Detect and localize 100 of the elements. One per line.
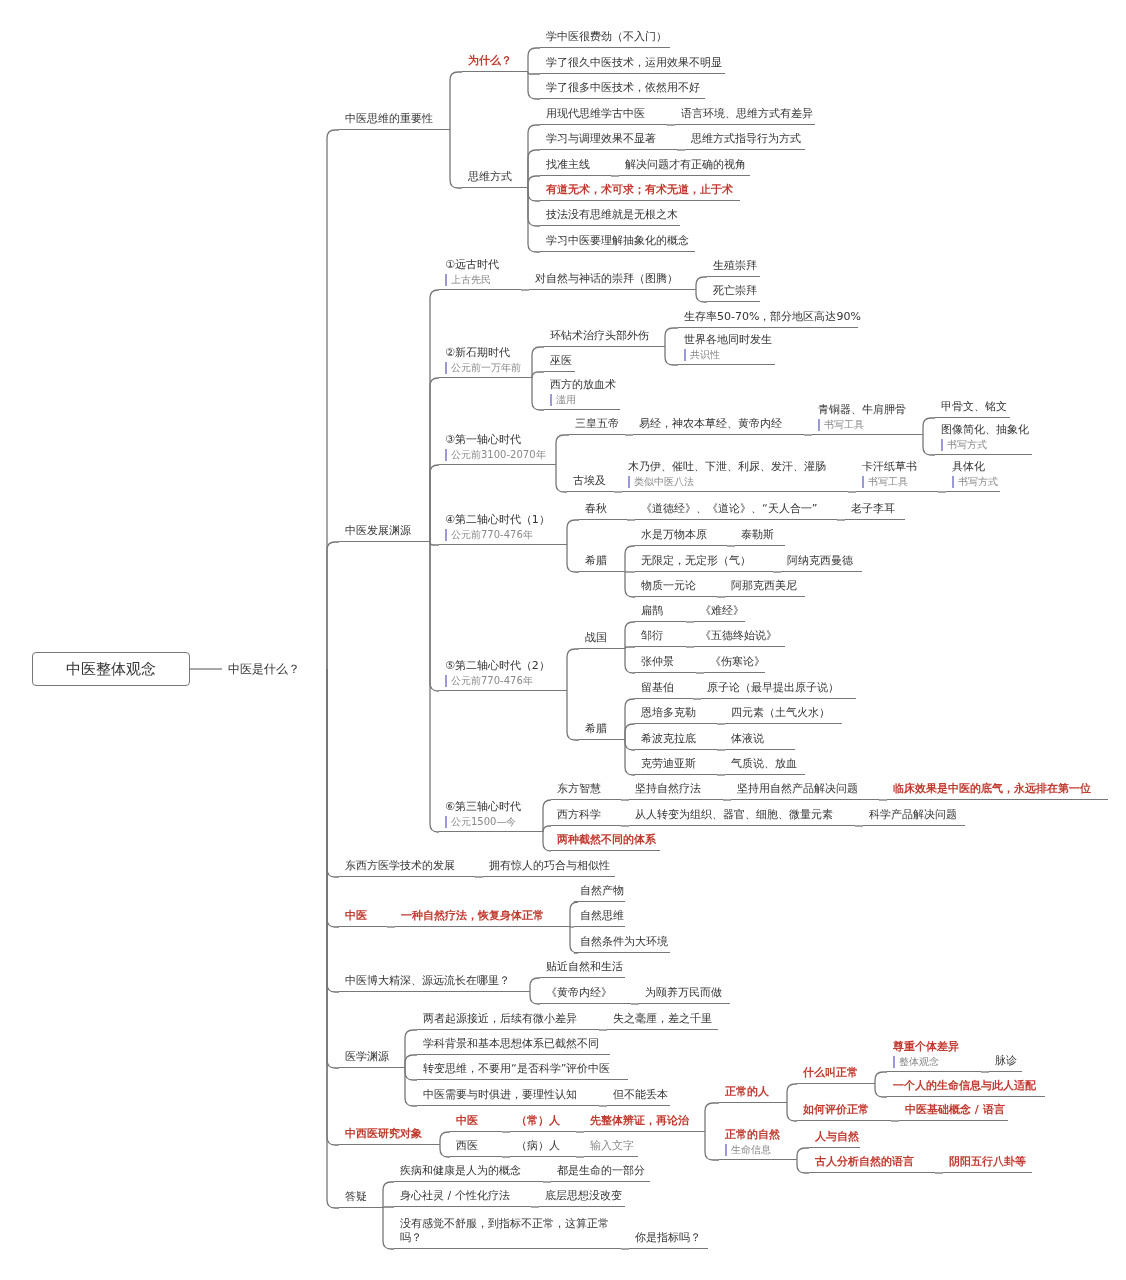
topic-text: 春秋	[585, 502, 608, 516]
topic-text: 西方的放血术	[550, 378, 617, 392]
topic-text: 中医博大精深、源远流长在哪里？	[345, 974, 511, 988]
connector-line	[474, 876, 484, 878]
topic-text: ②新石期时代	[445, 346, 511, 360]
topic-text: 正常的人	[725, 1085, 770, 1099]
topic-text: 学了很多中医技术，依然用不好	[546, 81, 701, 95]
connector-line	[527, 187, 541, 253]
connector-line	[980, 1071, 990, 1073]
connector-line	[854, 825, 864, 827]
topic-text: 世界各地同时发生	[684, 333, 773, 347]
topic-underline	[540, 986, 631, 1004]
topic-underline	[781, 554, 862, 572]
connector-line	[890, 1120, 900, 1122]
topic-text: 失之毫厘，差之千里	[613, 1012, 713, 1026]
connector-line	[598, 1029, 608, 1031]
topic-text: 西医	[456, 1139, 479, 1153]
topic-underline	[935, 423, 1032, 455]
connector-line	[382, 1207, 395, 1250]
connector-line	[716, 723, 726, 725]
connector-line	[624, 434, 634, 436]
connector-line	[685, 621, 695, 623]
connector-line	[878, 799, 888, 801]
topic-text: 一个人的生命信息与此人适配	[893, 1079, 1037, 1093]
connector-line	[501, 1156, 511, 1158]
topic-underline	[797, 1103, 891, 1121]
topic-text: 水是万物本原	[641, 528, 708, 542]
connector-line	[624, 571, 636, 598]
topic-text: ③第一轴心时代	[445, 433, 522, 447]
topic-underline	[635, 757, 717, 775]
topic-text: 学中医很费劲（不入门）	[546, 30, 668, 44]
topic-underline	[635, 604, 686, 622]
connector-line	[624, 621, 636, 650]
topic-underline	[989, 1054, 1022, 1072]
topic-underline	[540, 81, 705, 99]
topic-text: 图像简化、抽象化	[941, 423, 1030, 437]
connector-line	[620, 1248, 630, 1250]
topic-text: 人与自然	[815, 1130, 860, 1144]
connector-line	[722, 799, 732, 801]
topic-text: 希波克拉底	[641, 732, 697, 746]
topic-text: 为什么？	[468, 54, 513, 68]
topic-underline	[731, 782, 879, 800]
topic-text: 如何评价正常	[803, 1103, 870, 1117]
topic-text: 对自然与神话的崇拜（图腾）	[535, 272, 679, 286]
topic-underline	[439, 346, 532, 378]
topic-underline	[569, 417, 625, 435]
topic-text: 思维方式指导行为方式	[691, 132, 802, 146]
topic-text: 老子李耳	[851, 502, 896, 516]
note-text: 书写工具	[818, 419, 864, 431]
topic-underline	[394, 1217, 621, 1249]
topic-underline	[540, 208, 680, 226]
connector-line	[716, 774, 726, 776]
topic-underline	[540, 158, 611, 176]
topic-text: 邹衍	[641, 629, 664, 643]
connector-line	[575, 1131, 585, 1133]
note-text: 整体观念	[893, 1056, 939, 1068]
topic-underline	[540, 183, 740, 201]
connector-line	[529, 977, 541, 993]
topic-underline	[462, 170, 528, 188]
connector-line	[934, 1172, 944, 1174]
note-text: 书写工具	[862, 476, 908, 488]
connector-line	[786, 1102, 798, 1122]
topic-text: 从人转变为组织、器官、细胞、微量元素	[635, 808, 834, 822]
topic-text: （病）人	[516, 1139, 561, 1153]
topic-underline	[439, 258, 521, 290]
topic-underline	[417, 1062, 628, 1080]
topic-underline	[725, 757, 805, 775]
topic-text: 战国	[585, 631, 608, 645]
topic-underline	[619, 158, 750, 176]
topic-underline	[339, 909, 387, 927]
connector-line	[439, 1144, 451, 1158]
connector-line	[874, 1083, 888, 1098]
connector-line	[429, 541, 440, 546]
topic-text: 青铜器、牛肩胛骨	[818, 403, 907, 417]
connector-line	[803, 434, 813, 436]
topic-underline	[707, 284, 760, 302]
note-text: 滥用	[550, 394, 576, 406]
topic-underline	[417, 1088, 599, 1106]
topic-underline	[439, 513, 567, 545]
connector-line	[529, 991, 541, 1005]
topic-underline	[544, 378, 620, 410]
topic-text: 《伤寒论》	[710, 655, 765, 669]
topic-text: 临床效果是中医的底气，永远排在第一位	[893, 782, 1092, 796]
connector-line	[624, 648, 636, 674]
connector-line	[620, 799, 630, 801]
topic-text: 都是生命的一部分	[557, 1164, 646, 1178]
topic-text: 脉诊	[995, 1054, 1018, 1068]
root-title: 中医整体观念	[66, 660, 156, 678]
topic-text: 希腊	[585, 554, 608, 568]
topic-underline	[635, 554, 773, 572]
connector-line	[624, 545, 636, 573]
topic-underline	[394, 1164, 543, 1182]
topic-underline	[529, 272, 696, 290]
topic-underline	[551, 808, 621, 826]
topic-text: 中医	[345, 909, 368, 923]
topic-underline	[809, 1130, 860, 1148]
topic-text: 医学渊源	[345, 1050, 390, 1064]
topic-underline	[633, 417, 804, 435]
topic-underline	[899, 1103, 1008, 1121]
connector-line	[786, 1083, 798, 1104]
